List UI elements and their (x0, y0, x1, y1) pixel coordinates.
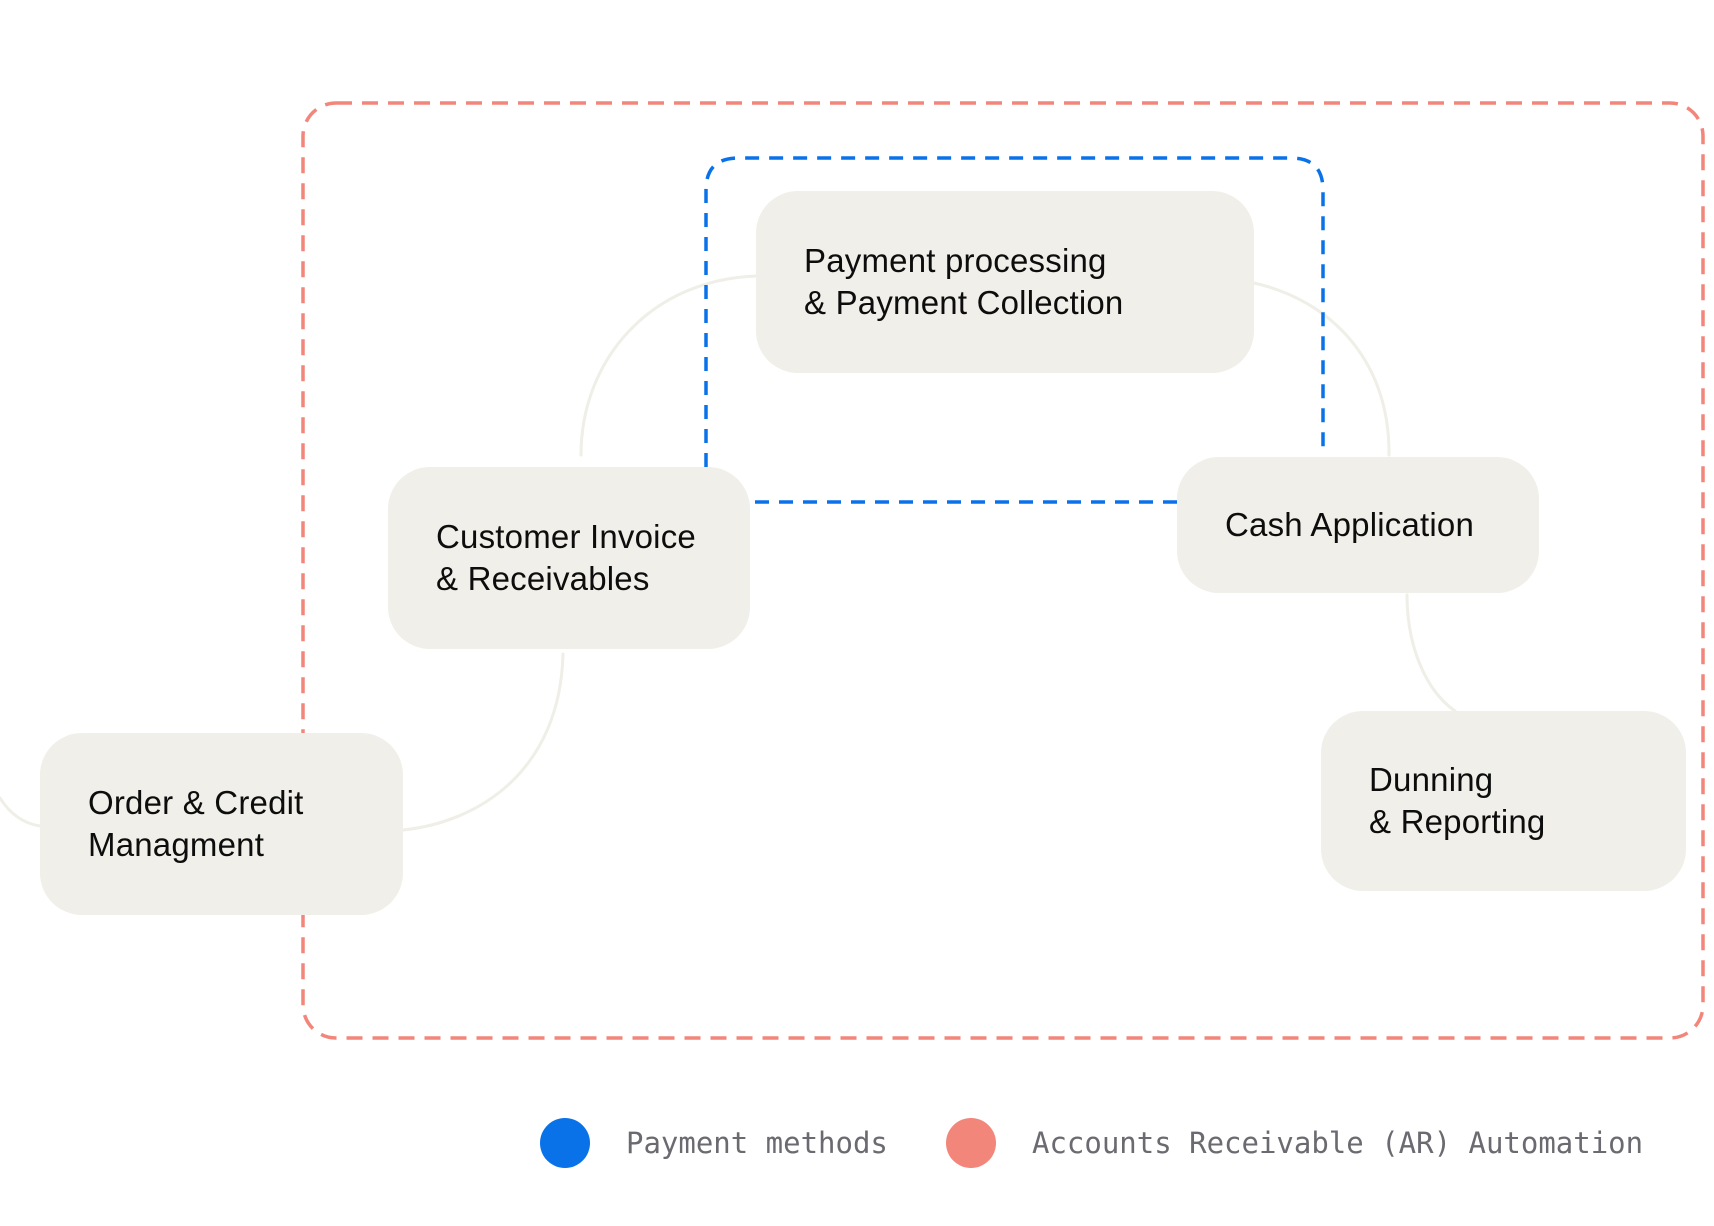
ar-automation-group-border (301, 101, 1705, 1040)
connector-cash-dunning (1405, 593, 1457, 713)
dunning-node-line1: Dunning (1369, 761, 1494, 798)
legend-payment-methods: Payment methods (540, 1117, 888, 1169)
invoice-node-line2: & Receivables (436, 560, 650, 597)
dunning-reporting-node: Dunning & Reporting (1321, 711, 1686, 891)
payment-methods-group-border (704, 156, 1325, 504)
order-node-line1: Order & Credit (88, 784, 304, 821)
invoice-node-line1: Customer Invoice (436, 518, 696, 555)
legend-payment-methods-dot (540, 1118, 590, 1168)
cash-application-node: Cash Application (1177, 457, 1539, 593)
customer-invoice-node: Customer Invoice & Receivables (388, 467, 750, 649)
dunning-node-line2: & Reporting (1369, 803, 1546, 840)
legend-ar-automation-dot (946, 1118, 996, 1168)
connector-invoice-payment (579, 274, 758, 457)
payment-node-line2: & Payment Collection (804, 284, 1124, 321)
legend-payment-methods-label: Payment methods (626, 1126, 888, 1160)
order-credit-node: Order & Credit Managment (40, 733, 403, 915)
legend-ar-automation-label: Accounts Receivable (AR) Automation (1032, 1126, 1644, 1160)
payment-processing-node: Payment processing & Payment Collection (756, 191, 1254, 373)
legend-ar-automation: Accounts Receivable (AR) Automation (946, 1117, 1643, 1169)
connector-payment-cash (1252, 281, 1391, 457)
order-node-line2: Managment (88, 826, 265, 863)
connector-left-tail (0, 796, 42, 828)
cash-node-line1: Cash Application (1225, 506, 1475, 543)
payment-node-line1: Payment processing (804, 242, 1107, 279)
connector-order-invoice (401, 652, 565, 832)
